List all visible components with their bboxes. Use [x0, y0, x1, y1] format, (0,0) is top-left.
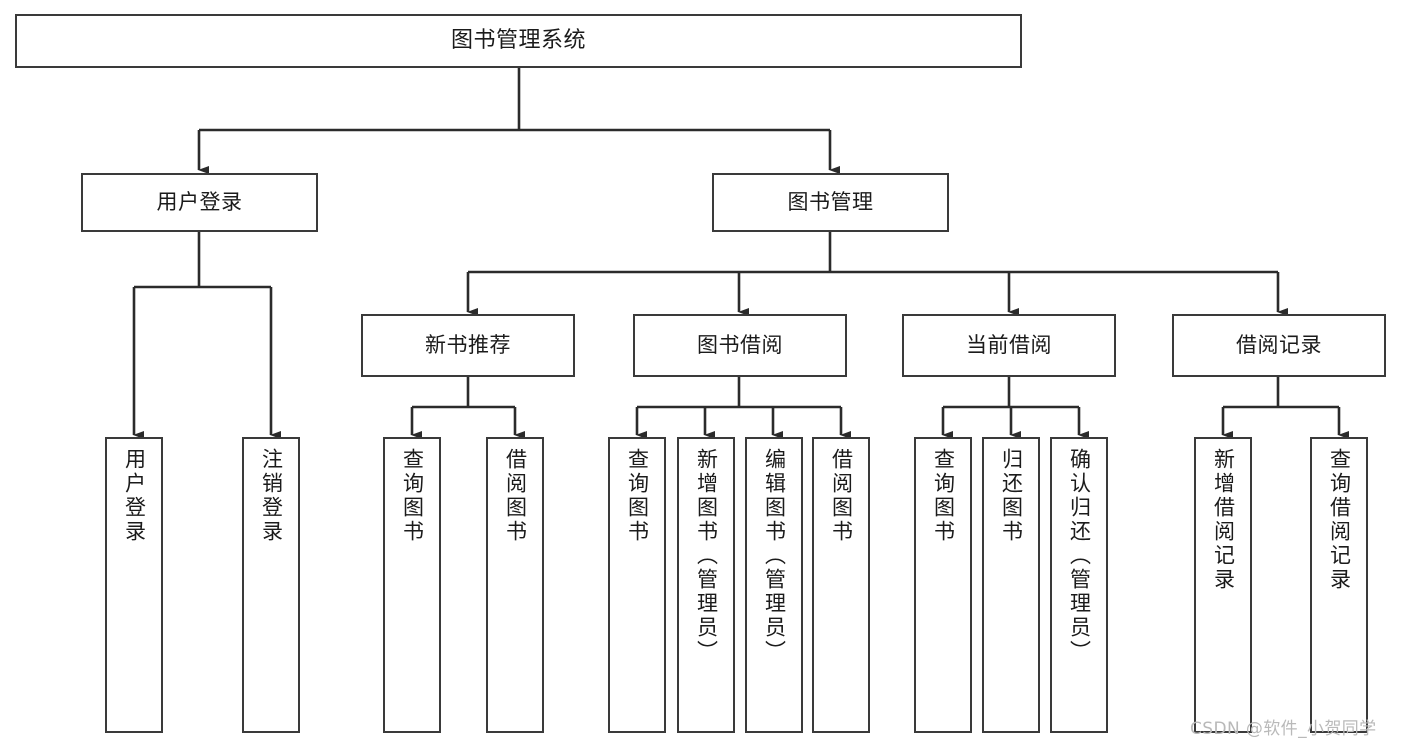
node-leaf-query-book-2-label: 查询图书: [625, 448, 650, 544]
node-leaf-add-record-label: 新增借阅记录: [1211, 448, 1236, 592]
node-borrow-record-label: 借阅记录: [1236, 332, 1322, 357]
node-borrow-record[interactable]: 借阅记录: [1172, 314, 1386, 377]
node-new-book-rec-label: 新书推荐: [425, 332, 511, 357]
node-leaf-query-book-2[interactable]: 查询图书: [608, 437, 666, 733]
node-leaf-return-book[interactable]: 归还图书: [982, 437, 1040, 733]
node-leaf-confirm-return-label: 确认归还（管理员）: [1067, 448, 1092, 664]
node-leaf-borrow-book-2-label: 借阅图书: [829, 448, 854, 544]
node-leaf-user-logout-label: 注销登录: [259, 448, 284, 544]
node-leaf-add-record[interactable]: 新增借阅记录: [1194, 437, 1252, 733]
node-leaf-query-record-label: 查询借阅记录: [1327, 448, 1352, 592]
node-leaf-edit-book[interactable]: 编辑图书（管理员）: [745, 437, 803, 733]
node-root[interactable]: 图书管理系统: [15, 14, 1022, 68]
node-leaf-add-book[interactable]: 新增图书（管理员）: [677, 437, 735, 733]
node-current-borrow-label: 当前借阅: [966, 332, 1052, 357]
node-leaf-user-logout[interactable]: 注销登录: [242, 437, 300, 733]
node-user-login[interactable]: 用户登录: [81, 173, 318, 232]
node-leaf-query-book-3[interactable]: 查询图书: [914, 437, 972, 733]
node-leaf-borrow-book-1-label: 借阅图书: [503, 448, 528, 544]
node-user-login-label: 用户登录: [156, 189, 243, 214]
node-leaf-user-login-label: 用户登录: [122, 448, 147, 544]
node-root-label: 图书管理系统: [450, 27, 586, 53]
node-book-borrow-label: 图书借阅: [697, 332, 783, 357]
node-leaf-add-book-label: 新增图书（管理员）: [694, 448, 719, 664]
node-leaf-edit-book-label: 编辑图书（管理员）: [762, 448, 787, 664]
csdn-watermark: CSDN @软件_小贺同学: [1190, 719, 1377, 739]
node-leaf-return-book-label: 归还图书: [999, 448, 1024, 544]
node-leaf-query-book-3-label: 查询图书: [931, 448, 956, 544]
node-leaf-query-record[interactable]: 查询借阅记录: [1310, 437, 1368, 733]
node-leaf-confirm-return[interactable]: 确认归还（管理员）: [1050, 437, 1108, 733]
node-leaf-user-login[interactable]: 用户登录: [105, 437, 163, 733]
node-leaf-query-book-1[interactable]: 查询图书: [383, 437, 441, 733]
node-current-borrow[interactable]: 当前借阅: [902, 314, 1116, 377]
node-book-manage-label: 图书管理: [787, 189, 874, 214]
node-leaf-borrow-book-1[interactable]: 借阅图书: [486, 437, 544, 733]
node-leaf-borrow-book-2[interactable]: 借阅图书: [812, 437, 870, 733]
node-book-manage[interactable]: 图书管理: [712, 173, 949, 232]
node-new-book-rec[interactable]: 新书推荐: [361, 314, 575, 377]
node-leaf-query-book-1-label: 查询图书: [400, 448, 425, 544]
node-book-borrow[interactable]: 图书借阅: [633, 314, 847, 377]
